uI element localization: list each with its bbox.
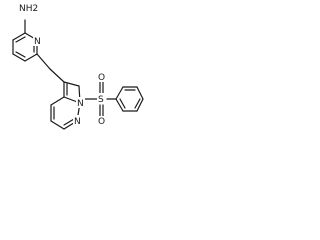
molecule-diagram: NH2 N N N S O O [12,1,144,130]
bond-ph-3 [136,86,144,100]
double-bond-ph-3 [119,98,126,109]
pyridine-n-label: N [34,37,41,47]
double-bond-inner-3 [15,51,26,58]
bond-c7a-c3a [63,81,80,87]
oxygen-top-label: O [98,73,105,83]
phenyl-ring [115,86,144,112]
bond-ph-4 [136,98,144,112]
amine-label: NH2 [19,4,38,14]
atom-labels: NH2 N N N S O O [18,1,106,127]
structure-canvas: NH2 N N N S O O [0,0,144,155]
oxygen-bottom-label: O [98,117,105,127]
indole-n-label: N [77,99,84,109]
double-bond-ph-2 [134,98,141,109]
sulfonyl-group [83,81,117,117]
bond-c6-c5 [24,53,38,62]
bond-c4b-c5b [50,120,65,130]
bond-ph-1 [115,86,124,100]
double-bond-inner-1 [15,36,26,43]
bond-ring-ch2 [36,53,51,70]
double-bond-fused-2 [63,118,75,126]
sulfur-label: S [98,95,104,105]
bond-ph-6 [115,98,124,112]
bond-ch2-indole [49,68,65,83]
bond-c2-c3b [50,96,65,106]
bond-c3-c1 [12,32,26,41]
fused-ring-n-label: N [74,117,81,127]
methylene-linker [36,53,65,83]
pyridine-fused-ring [50,96,81,130]
bond-c5-c4 [12,53,26,62]
